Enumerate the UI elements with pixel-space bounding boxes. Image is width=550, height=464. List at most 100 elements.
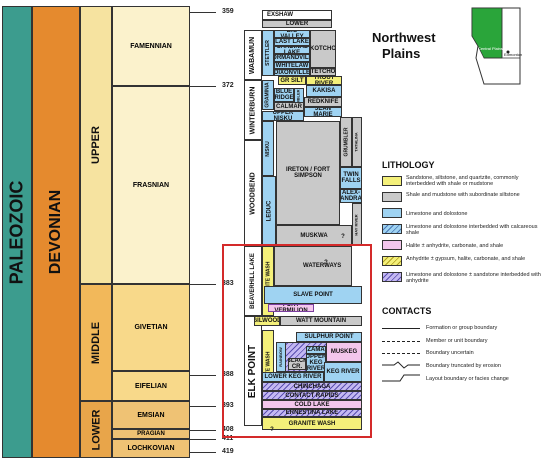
group-woodbend: WOODBEND [244,140,262,246]
fm-tetcho: TETCHO [310,68,336,76]
legend-title: LITHOLOGY [382,160,435,170]
fm-kotcho: KOTCHO [310,30,336,68]
devonian-label: DEVONIAN [47,189,65,275]
fm-whitelaw: WHITELAW [274,62,310,69]
fm-nisku: NISKU [262,121,274,176]
group-beaverhill-lake: BEAVERHILL LAKE [244,246,262,316]
fm-stettler: STETTLER [262,30,274,76]
group-winterburn: WINTERBURN [244,80,262,140]
fm-tathlina: TATHLINA [352,117,362,167]
contact-line-formation [382,328,420,329]
fm-rainbow: RAINBOW [276,342,286,372]
stage-emsian-label: EMSIAN [137,411,165,419]
stage-eifelian: EIFELIAN [112,371,190,401]
stage-lochkovian: LOCHKOVIAN [112,439,190,458]
fm-kakisa: KAKISA [306,85,342,97]
alberta-map [471,7,521,85]
contact-text-uncertain: Boundary uncertain [426,350,474,356]
map-title-line1: Northwest [372,30,436,45]
legend-swatch-halite [382,240,402,250]
stage-frasnian-label: FRASNIAN [132,181,170,189]
fm-upper-keg-river: UPPER KEG RIVER [306,354,326,372]
legend-text-sandstone: Sandstone, siltstone, and quartzite, com… [406,175,519,187]
fm-question-2: ? [270,427,274,433]
group-wabamun: WABAMUN [244,30,262,80]
age-408: 408 [222,426,234,433]
age-411: 411 [222,435,234,442]
fm-grumbler: GRUMBLER [340,117,352,167]
age-383: 383 [222,280,234,287]
fm-dixonville: DIXONVILLE [274,69,310,76]
stage-eifelian-label: EIFELIAN [135,382,167,390]
fm-blue-ridge: BLUE RIDGE [274,88,294,102]
legend-text-limestone-shale: Limestone and dolostone interbedded with… [406,224,538,236]
fm-question-3: ? [341,234,345,240]
map-label-plains: Central Plains [478,46,503,51]
age-393: 393 [222,402,234,409]
devonian-column: DEVONIAN [32,6,80,458]
legend-text-halite: Halite ± anhydrite, carbonate, and shale [406,243,504,249]
fm-redknife: REDKNIFE [304,97,342,107]
fm-granite-wash: GRANITE WASH [262,417,362,430]
fm-gr-silt: GR SILT [278,76,306,85]
fm-ernestina-lake: ERNESTINA LAKE [262,409,362,417]
stage-pragian: PRAGIAN [112,429,190,439]
fm-fort-vermilion: FORT VERMILION [268,304,314,312]
stage-emsian: EMSIAN [112,401,190,429]
fm-contact-rapids: CONTACT RAPIDS [262,391,362,400]
paleozoic-label: PALEOZOIC [6,180,27,284]
fm-cardinal-lake: CARDINAL LAKE [274,46,310,54]
fm-keg-river: KEG RIVER [324,362,362,382]
contact-text-layout: Layout boundary or facies change [426,376,509,382]
contact-text-member: Member or unit boundary [426,338,488,344]
legend-swatch-shale [382,192,402,202]
fm-waterways: WATERWAYS [274,246,352,286]
stage-givetian-label: GIVETIAN [134,324,168,331]
fm-trout-river: TROUT RIVER [306,76,342,85]
contact-line-uncertain [382,353,420,354]
fm-calmar: CALMAR [274,102,304,111]
age-388: 388 [222,371,234,378]
fm-alexandra: ALEX-ANDRA [340,189,362,203]
highlight-box [222,244,372,438]
fm-watt-mountain: WATT MOUNTAIN [280,316,362,326]
age-372: 372 [222,82,234,89]
epoch-upper: UPPER [80,6,112,284]
legend-text-anhydrite: Anhydrite ± gypsum, halite, carbonate, a… [406,256,526,262]
age-419: 419 [222,448,234,455]
fm-jean-marie: JEAN MARIE [304,107,342,117]
fm-black-creek: BLACK CR. [288,358,306,370]
legend-text-limestone: Limestone and dolostone [406,211,468,217]
epoch-lower: LOWER [80,401,112,458]
fm-normandville: NORMANDVILLE [274,54,310,62]
map-title-line2: Plains [382,46,421,61]
map-label-edmonton: Edmonton [504,52,523,57]
fm-graminia: GRAMINIA [262,80,274,110]
paleozoic-column: PALEOZOIC [2,6,32,458]
legend-text-shale: Shale and mudstone with subordinate silt… [406,192,520,198]
stage-famennian: FAMENNIAN [112,6,190,86]
stage-frasnian: FRASNIAN [112,86,190,284]
contact-text-truncated: Boundary truncated by erosion [426,363,501,369]
fm-twin-falls: TWIN FALLS [340,167,362,189]
fm-leduc: LEDUC [262,176,276,246]
legend-swatch-limestone [382,208,402,218]
fm-ireton: IRETON / FORT SIMPSON [276,121,340,225]
legend-text-limestone-anhydrite: Limestone and dolostone ± sandstone inte… [406,272,541,284]
fm-sulphur-point: SULPHUR POINT [296,332,362,342]
age-359: 359 [222,8,234,15]
fm-slave-point: SLAVE POINT [264,286,362,304]
fm-big-valley: BIG VALLEY [274,30,310,38]
legend-swatch-limestone-anhydrite [382,272,402,282]
fm-upper-nisku: UPPER NISKU [262,111,304,121]
legend-swatch-limestone-shale [382,224,402,234]
stage-givetian: GIVETIAN [112,284,190,371]
fm-exshaw: EXSHAW [262,10,332,20]
epoch-middle: MIDDLE [80,284,112,401]
group-elk-point: ELK POINT [244,316,262,426]
epoch-middle-label: MIDDLE [90,321,103,364]
contact-line-member [382,341,420,342]
fm-gilwood: GILWOOD [254,316,280,326]
contact-text-formation: Formation or group boundary [426,325,498,331]
fm-lower: LOWER [262,20,332,28]
